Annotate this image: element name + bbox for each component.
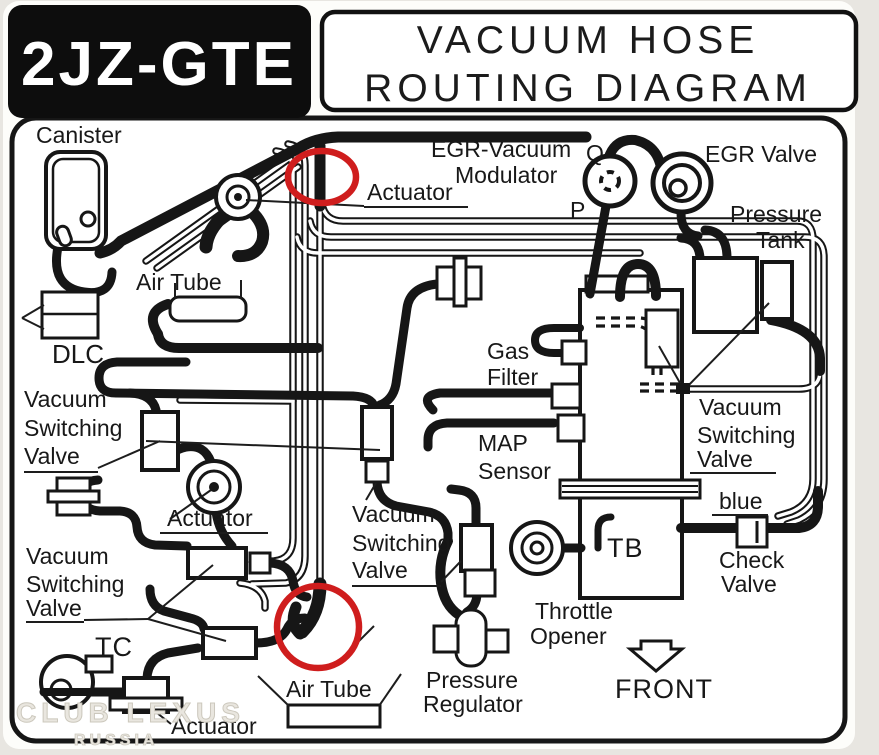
vsv-right-component <box>644 308 680 369</box>
engine-code-box: 2JZ-GTE <box>8 5 311 118</box>
label-vsv-left-2: Switching <box>24 415 122 441</box>
wastegate-actuator-top <box>214 173 262 221</box>
label-front: FRONT <box>615 674 713 704</box>
label-vsv-mid-1: Vacuum <box>352 501 435 527</box>
watermark-line1: CLUB LEXUS <box>16 697 245 728</box>
label-check-valve-1: Check <box>719 547 785 573</box>
label-pressure-tank-1: Pressure <box>730 201 822 227</box>
label-canister: Canister <box>36 122 122 148</box>
flange-bar <box>558 478 702 500</box>
label-vsv-right-3: Valve <box>697 446 753 472</box>
label-dlc: DLC <box>52 339 104 369</box>
title-line2: ROUTING DIAGRAM <box>364 67 812 110</box>
label-vsv-mid-2: Switching <box>352 530 450 556</box>
highlight-circle-bottom <box>273 582 363 672</box>
label-tc: TC <box>95 632 133 662</box>
watermark: CLUB LEXUS RUSSIA <box>16 697 245 750</box>
label-map-sensor-2: Sensor <box>478 458 551 484</box>
pressure-regulator-component <box>432 568 510 668</box>
vsv-mid-component-1 <box>360 405 394 484</box>
label-blue: blue <box>719 488 762 514</box>
engine-code: 2JZ-GTE <box>21 30 297 99</box>
title-box: VACUUM HOSE ROUTING DIAGRAM <box>319 9 859 113</box>
label-throttle-opener-1: Throttle <box>535 598 613 624</box>
label-vsv-bottom-1: Vacuum <box>26 543 109 569</box>
air-tube-bottom-component <box>286 703 382 729</box>
title-line1: VACUUM HOSE <box>417 19 759 62</box>
actuator-upper-component <box>435 256 483 308</box>
label-air-tube-top: Air Tube <box>136 269 222 295</box>
label-air-tube-bottom: Air Tube <box>286 676 372 702</box>
gas-filter-component <box>560 339 588 366</box>
label-vsv-right-2: Switching <box>697 422 795 448</box>
map-sensor-fittings <box>550 382 586 443</box>
front-arrow-icon <box>625 639 687 673</box>
watermark-line2: RUSSIA <box>74 732 158 749</box>
turbocharger <box>39 654 114 710</box>
label-vsv-right-1: Vacuum <box>699 394 782 420</box>
tb-hook <box>594 513 615 552</box>
label-vsv-mid-3: Valve <box>352 557 408 583</box>
label-vsv-left-1: Vacuum <box>24 386 107 412</box>
label-actuator-mid: Actuator <box>167 505 253 531</box>
label-throttle-opener-2: Opener <box>530 623 607 649</box>
label-pressure-tank-2: Tank <box>756 227 805 253</box>
actuator-bottom-component <box>108 676 184 714</box>
label-egr-valve: EGR Valve <box>705 141 817 167</box>
pressure-tank-component <box>692 256 794 334</box>
leader-lines <box>21 199 776 725</box>
label-port-p: P <box>570 197 585 223</box>
throttle-opener-component <box>509 520 565 576</box>
label-tb: TB <box>607 533 644 563</box>
check-valve-component <box>735 515 769 549</box>
dlc-connector <box>40 290 100 340</box>
label-pressure-regulator-2: Regulator <box>423 691 523 717</box>
egr-vacuum-modulator <box>582 153 638 209</box>
label-gas-filter-2: Filter <box>487 364 538 390</box>
label-vsv-bottom-3: Valve <box>26 595 82 621</box>
label-map-sensor-1: MAP <box>478 430 528 456</box>
label-pressure-regulator-1: Pressure <box>426 667 518 693</box>
left-small-component <box>46 476 101 517</box>
label-check-valve-2: Valve <box>721 571 777 597</box>
highlight-circle-top <box>284 147 360 207</box>
label-vsv-bottom-2: Switching <box>26 571 124 597</box>
label-actuator-top: Actuator <box>367 179 453 205</box>
actuator-coil-component <box>186 459 242 515</box>
label-egr-modulator-1: EGR-Vacuum <box>431 136 571 162</box>
air-tube-top-component <box>168 295 248 323</box>
vsv-bottom-component-1 <box>186 546 272 580</box>
label-actuator-bottom: Actuator <box>171 713 257 739</box>
label-port-q: Q <box>586 140 604 166</box>
vsv-bottom-component-2 <box>201 626 258 660</box>
canister <box>44 150 108 251</box>
egr-valve-component <box>650 151 714 215</box>
label-vsv-left-3: Valve <box>24 443 80 469</box>
label-gas-filter-1: Gas <box>487 338 529 364</box>
label-egr-modulator-2: Modulator <box>455 162 558 188</box>
labels: Canister Actuator EGR-Vacuum Modulator Q… <box>24 122 822 739</box>
